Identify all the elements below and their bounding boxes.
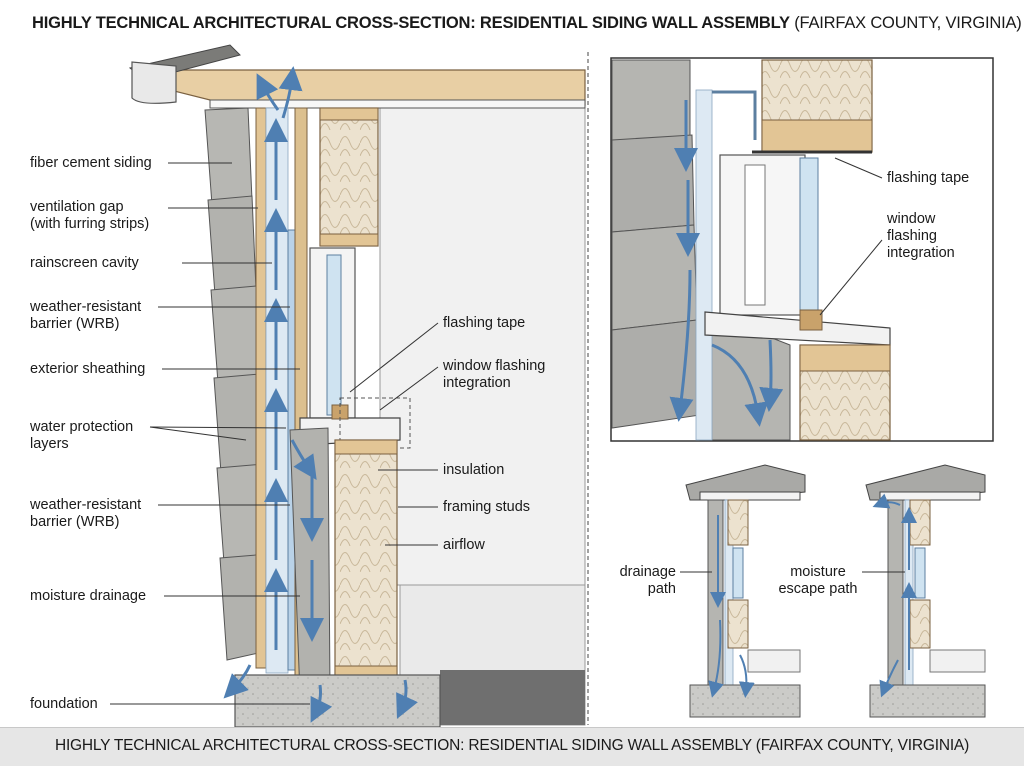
- leader-lines: [110, 162, 439, 705]
- label-water-protection: water protection: [30, 419, 134, 435]
- floor-dark: [440, 670, 585, 725]
- detail-panel: [610, 57, 994, 442]
- moisture-panel: [862, 464, 986, 718]
- detail-label-integration: integration: [887, 245, 955, 261]
- label-moisture-drainage: moisture drainage: [30, 588, 147, 604]
- label-wrb-bottom: weather-resistant: [30, 497, 142, 513]
- upper-insulation: [319, 107, 379, 247]
- drainage-panel: [680, 464, 806, 718]
- label-drainage: drainage: [619, 564, 676, 580]
- label-window-flashing: window flashing: [443, 358, 546, 374]
- interior-wall: [379, 104, 586, 586]
- label-escape-path: escape path: [778, 581, 858, 597]
- airflow-arrows: [223, 66, 418, 723]
- label-fiber-cement-siding: fiber cement siding: [30, 155, 152, 171]
- label-water-protection-sub: layers: [30, 436, 69, 452]
- label-ventilation-gap: ventilation gap: [30, 199, 124, 215]
- label-insulation: insulation: [443, 462, 505, 478]
- label-wrb-bottom-sub: barrier (WRB): [30, 514, 120, 530]
- furring-strip: [255, 107, 267, 669]
- gutter: [131, 61, 177, 104]
- foundation: [234, 674, 441, 728]
- footer-bar: [0, 727, 1024, 766]
- detail-label-flashing-tape: flashing tape: [887, 170, 970, 186]
- page-title: HIGHLY TECHNICAL ARCHITECTURAL CROSS-SEC…: [32, 14, 1022, 32]
- label-window-flashing-sub: integration: [443, 375, 511, 391]
- label-moisture: moisture: [790, 564, 846, 580]
- footer-title: HIGHLY TECHNICAL ARCHITECTURAL CROSS-SEC…: [54, 737, 970, 754]
- main-section: [128, 44, 586, 728]
- label-airflow: airflow: [443, 537, 485, 553]
- soffit: [209, 99, 586, 109]
- detail-label-window: window: [887, 211, 936, 227]
- label-flashing-tape: flashing tape: [443, 315, 526, 331]
- label-drainage-path: path: [647, 581, 676, 597]
- label-foundation: foundation: [30, 696, 98, 712]
- label-wrb-top: weather-resistant: [30, 299, 142, 315]
- lower-insulation: [334, 439, 398, 681]
- detail-label-flashing: flashing: [887, 228, 937, 244]
- label-ventilation-gap-sub: (with furring strips): [30, 216, 150, 232]
- label-wrb-top-sub: barrier (WRB): [30, 316, 120, 332]
- label-framing-studs: framing studs: [443, 499, 531, 515]
- label-rainscreen-cavity: rainscreen cavity: [30, 255, 139, 271]
- label-exterior-sheathing: exterior sheathing: [30, 361, 146, 377]
- window-glass: [326, 254, 342, 416]
